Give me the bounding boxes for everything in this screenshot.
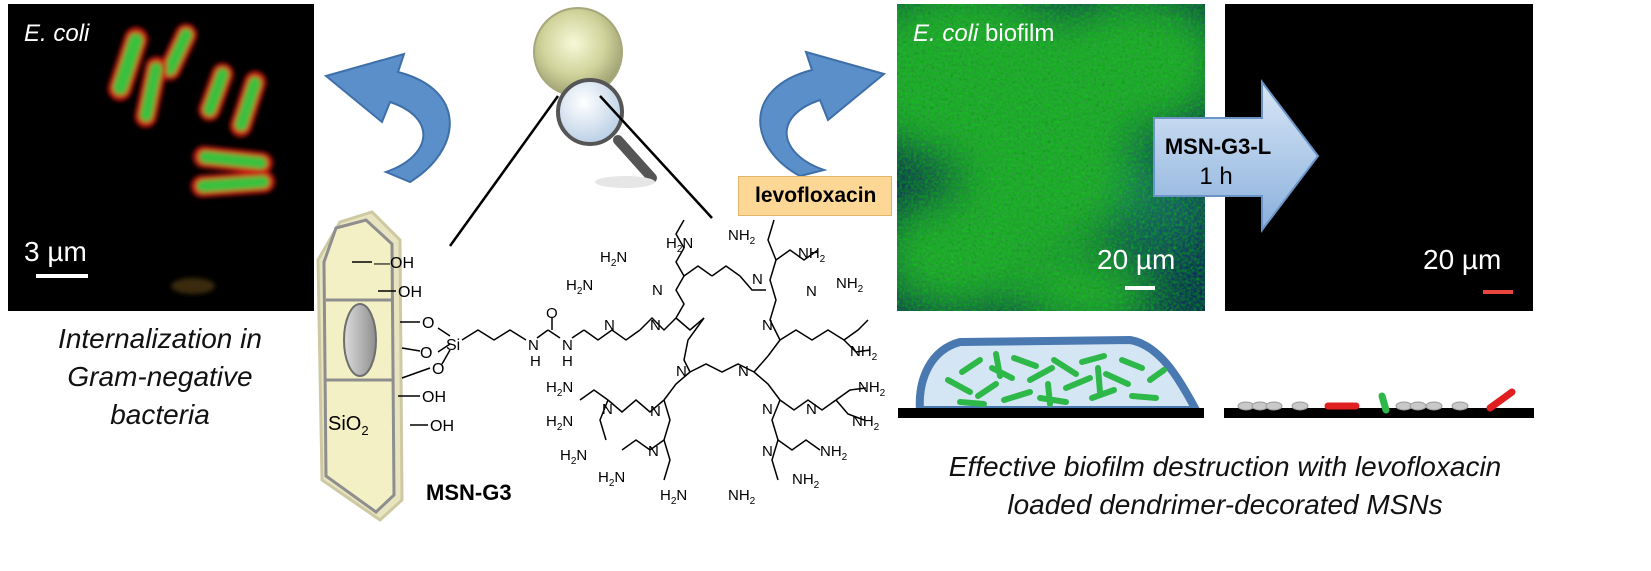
svg-text:N: N <box>806 401 817 418</box>
caption-internalization-line-1: Internalization in <box>58 323 262 354</box>
svg-text:N: N <box>652 282 663 299</box>
caption-destruction: Effective biofilm destruction with levof… <box>900 448 1550 524</box>
svg-text:NH2: NH2 <box>728 227 756 247</box>
svg-text:NH2: NH2 <box>798 245 826 265</box>
svg-text:H2N: H2N <box>560 447 587 467</box>
ecoli-bacteria-image <box>107 23 275 294</box>
dendrimer-structure <box>579 219 871 481</box>
svg-text:N: N <box>762 317 773 334</box>
svg-text:O: O <box>420 345 432 362</box>
biofilm-label-word: biofilm <box>978 20 1055 47</box>
svg-text:H: H <box>530 353 541 370</box>
svg-text:OH: OH <box>398 284 422 301</box>
caption-internalization: Internalization in Gram-negative bacteri… <box>20 320 300 434</box>
svg-text:OH: OH <box>430 418 454 435</box>
svg-text:H2N: H2N <box>666 235 693 255</box>
svg-text:OH: OH <box>422 389 446 406</box>
svg-text:H2N: H2N <box>546 379 573 399</box>
svg-text:N: N <box>604 317 615 334</box>
treatment-arrow <box>1153 79 1320 233</box>
svg-text:H: H <box>562 353 573 370</box>
biofilm-label: E. coli biofilm <box>913 20 1054 48</box>
ecoli-label: E. coli <box>24 20 90 47</box>
svg-text:NH2: NH2 <box>728 487 756 507</box>
surface-chemistry <box>352 261 585 426</box>
svg-text:NH2: NH2 <box>792 471 820 491</box>
curved-arrow-left <box>323 52 451 184</box>
chem-labels-msn: —OH OH O O O Si OH OH N H O N H <box>374 255 573 435</box>
biofilm-schematic-before <box>898 336 1204 418</box>
msn-g3-label: MSN-G3 <box>426 480 512 505</box>
biofilm-label-species: E. coli <box>913 20 979 47</box>
svg-text:N: N <box>676 363 687 380</box>
magnifier-icon <box>533 7 657 188</box>
zoom-line-left <box>448 95 560 247</box>
caption-internalization-line-2: Gram-negative <box>67 361 253 392</box>
treated-scale-bar <box>1483 290 1513 294</box>
svg-text:H2N: H2N <box>598 469 625 489</box>
curved-arrow-right <box>759 50 887 178</box>
caption-destruction-line-2: loaded dendrimer-decorated MSNs <box>1007 489 1443 520</box>
svg-text:N: N <box>602 401 613 418</box>
levofloxacin-label: levofloxacin <box>755 184 877 207</box>
treated-micrograph: 20 µm <box>1225 4 1533 311</box>
treated-scale-text: 20 µm <box>1423 244 1502 275</box>
caption-internalization-line-3: bacteria <box>110 399 210 430</box>
svg-text:—OH: —OH <box>374 255 414 272</box>
svg-text:N: N <box>528 337 539 354</box>
biofilm-scale-text: 20 µm <box>1097 244 1176 275</box>
svg-text:NH2: NH2 <box>858 379 886 399</box>
caption-destruction-line-1: Effective biofilm destruction with levof… <box>948 451 1502 482</box>
svg-text:N: N <box>648 443 659 460</box>
treatment-arrow-agent: MSN-G3-L <box>1165 134 1271 159</box>
svg-text:H2N: H2N <box>660 487 687 507</box>
svg-text:O: O <box>432 361 444 378</box>
chem-labels-dendrimer: H2N H2N H2N NH2 NH2 NH2 NH2 NH2 NH2 NH2 … <box>546 227 886 507</box>
svg-text:H2N: H2N <box>566 277 593 297</box>
ecoli-scale-bar <box>36 274 88 278</box>
ecoli-micrograph: E. coli 3 µm <box>8 4 314 311</box>
svg-text:NH2: NH2 <box>850 343 878 363</box>
svg-text:H2N: H2N <box>546 413 573 433</box>
msn-particle <box>316 210 404 522</box>
svg-text:O: O <box>546 305 558 322</box>
svg-text:N: N <box>806 283 817 300</box>
sio2-label: SiO2 <box>328 413 369 438</box>
svg-text:NH2: NH2 <box>852 413 880 433</box>
biofilm-schematic-after <box>1224 388 1534 418</box>
svg-text:N: N <box>762 443 773 460</box>
biofilm-scale-bar <box>1125 286 1155 290</box>
svg-text:NH2: NH2 <box>820 443 848 463</box>
svg-text:NH2: NH2 <box>836 275 864 295</box>
svg-text:N: N <box>762 401 773 418</box>
svg-text:N: N <box>650 403 661 420</box>
svg-text:O: O <box>422 315 434 332</box>
svg-text:N: N <box>738 363 749 380</box>
svg-text:Si: Si <box>446 337 460 354</box>
levofloxacin-box: levofloxacin <box>738 176 892 216</box>
svg-text:N: N <box>562 337 573 354</box>
treatment-arrow-time: 1 h <box>1199 163 1232 190</box>
svg-text:N: N <box>752 271 763 288</box>
zoom-line-right <box>599 95 713 219</box>
svg-text:H2N: H2N <box>600 249 627 269</box>
ecoli-scale-text: 3 µm <box>24 236 87 267</box>
svg-text:N: N <box>650 317 661 334</box>
